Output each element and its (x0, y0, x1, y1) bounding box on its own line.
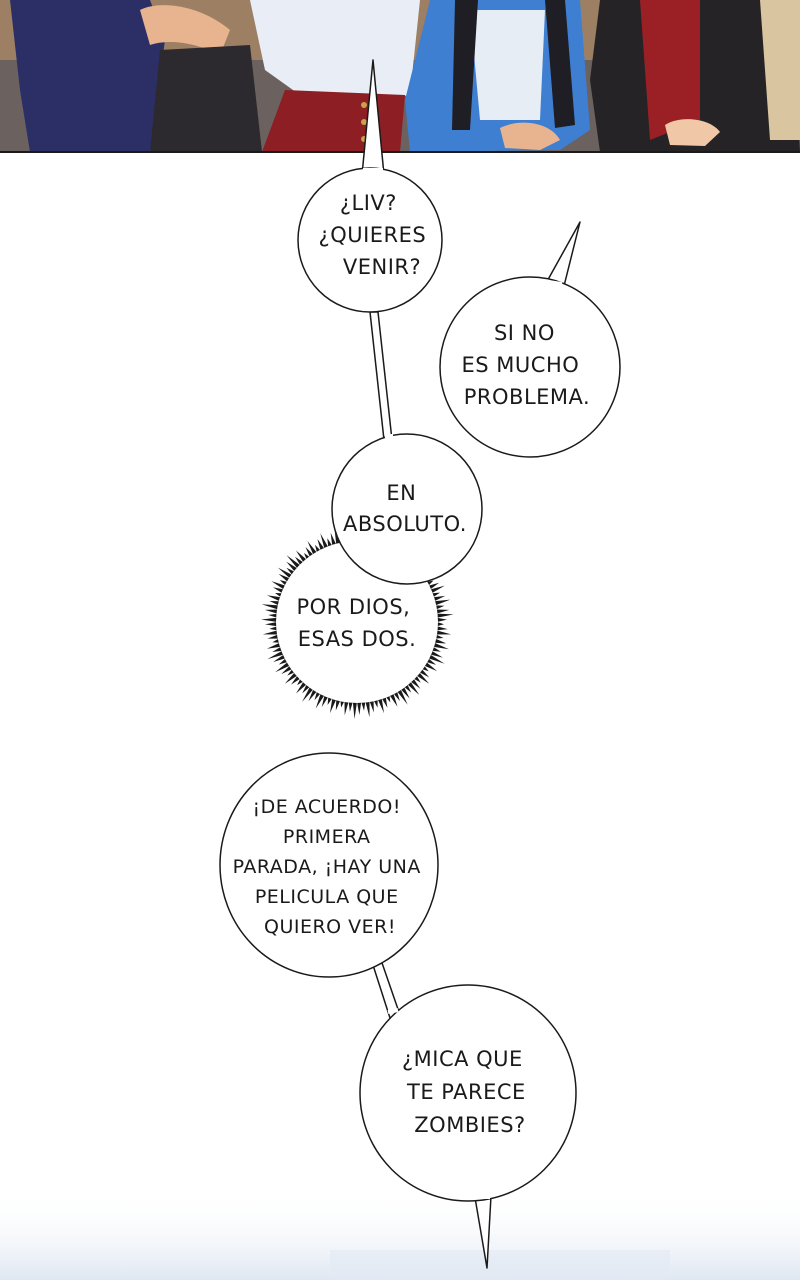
bubble-line: PARADA, ¡HAY UNA (233, 856, 421, 878)
bubble-connector (369, 311, 393, 441)
red-top (640, 0, 700, 140)
bubble-line: PROBLEMA. (464, 385, 590, 409)
bubble-text: ¿LIV? ¿QUIERES VENIR? (319, 191, 434, 279)
hand-skin (665, 119, 720, 146)
backpack-strap (545, 0, 575, 128)
bubble-line: ESAS DOS. (298, 627, 417, 651)
bubble-line: ¿LIV? (340, 191, 397, 215)
dark-bag (150, 45, 262, 152)
bubble-line: PELICULA QUE (255, 886, 399, 908)
bubble-line: ¿MICA QUE (402, 1047, 523, 1071)
skirt-button (361, 119, 367, 125)
skirt-button (361, 102, 367, 108)
top-panel-illustration (0, 0, 800, 153)
speech-bubble: ¡DE ACUERDO! PRIMERA PARADA, ¡HAY UNA PE… (219, 752, 439, 978)
bubble-text: POR DIOS, ESAS DOS. (296, 595, 417, 651)
bubble-text: ¿MICA QUE TE PARECE ZOMBIES? (402, 1047, 533, 1137)
bubble-line: PRIMERA (283, 826, 371, 848)
bubble-line: ¡DE ACUERDO! (252, 796, 401, 818)
bubble-line: ES MUCHO (462, 353, 580, 377)
bubble-line: SI NO (494, 321, 555, 345)
bubble-shape (359, 984, 577, 1202)
backpack-strap (452, 0, 478, 130)
bubble-text: SI NO ES MUCHO PROBLEMA. (462, 321, 591, 409)
speech-bubble: EN ABSOLUTO. (331, 433, 483, 585)
bubble-shape (219, 752, 439, 978)
speech-bubble: SI NO ES MUCHO PROBLEMA. (439, 276, 621, 458)
speech-bubble: ¿MICA QUE TE PARECE ZOMBIES? (359, 984, 577, 1202)
figure-white-blouse (250, 0, 420, 100)
bubble-line: QUIERO VER! (264, 916, 396, 938)
bubble-line: ¿QUIERES (319, 223, 427, 247)
hand-skin (140, 5, 230, 56)
bubble-shape (331, 433, 483, 585)
bubble-text: EN ABSOLUTO. (343, 481, 467, 536)
hand-skin (500, 122, 560, 150)
bubble-line: VENIR? (343, 255, 421, 279)
bubble-line: POR DIOS, (296, 595, 410, 619)
bubble-line: TE PARECE (406, 1080, 526, 1104)
bubble-line: ABSOLUTO. (343, 512, 467, 536)
white-vest (470, 10, 545, 120)
figure-navy-jacket (10, 0, 165, 152)
speech-bubble: ¿LIV? ¿QUIERES VENIR? (297, 167, 443, 313)
bubble-line: ZOMBIES? (414, 1113, 525, 1137)
beige-bag (760, 0, 800, 140)
bubble-shape (439, 276, 621, 458)
bottom-floor-hint (330, 1250, 670, 1280)
bubble-text: ¡DE ACUERDO! PRIMERA PARADA, ¡HAY UNA PE… (233, 796, 428, 938)
bubble-line: EN (386, 481, 416, 505)
red-skirt (262, 90, 405, 152)
